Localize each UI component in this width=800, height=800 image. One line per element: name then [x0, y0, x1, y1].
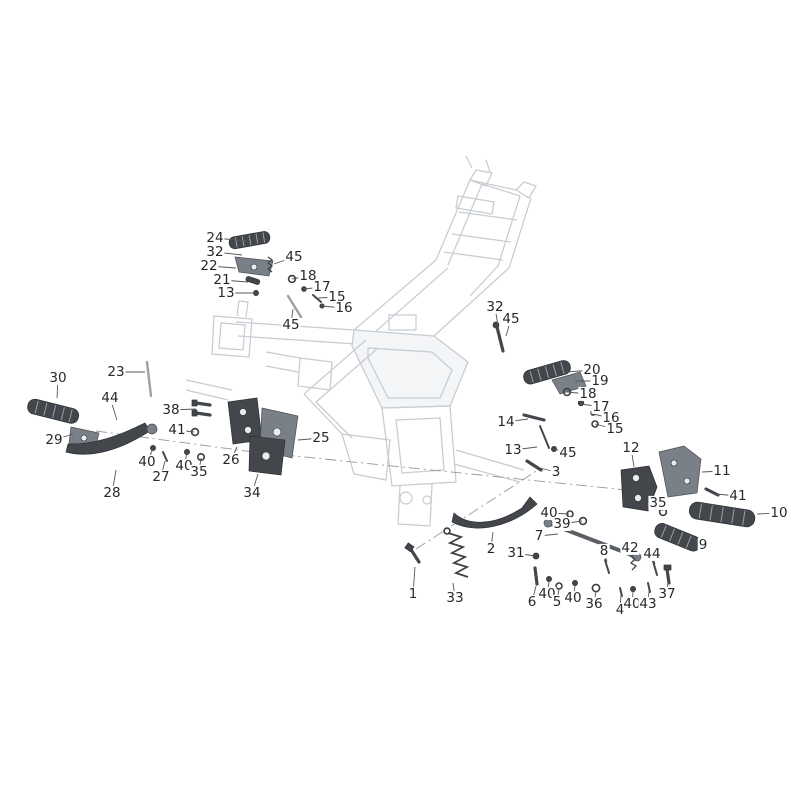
- leader-line: [53, 433, 74, 441]
- leader-line: [111, 469, 117, 494]
- leader-line: [505, 318, 512, 337]
- leader-line: [221, 279, 249, 283]
- frame-artwork: [185, 155, 537, 527]
- leader-line: [251, 473, 259, 494]
- leader-line: [230, 446, 238, 461]
- leader-line: [412, 566, 416, 595]
- leader-line: [594, 423, 616, 430]
- leader-line: [603, 550, 608, 563]
- leader-line: [566, 391, 589, 395]
- leader-line: [208, 265, 237, 269]
- leader-line: [631, 591, 634, 605]
- leader-line: [756, 512, 780, 515]
- leader-line: [290, 308, 294, 326]
- leader-line: [572, 585, 576, 599]
- leader-line: [629, 547, 634, 560]
- leader-line: [198, 457, 202, 473]
- leader-line: [580, 403, 602, 408]
- leader-line: [539, 467, 557, 473]
- leader-line: [566, 369, 593, 373]
- leader-line: [651, 553, 656, 565]
- leader-line: [452, 582, 456, 599]
- centerlines: [95, 430, 637, 550]
- leader-line: [561, 520, 583, 525]
- leader-line: [553, 448, 569, 454]
- leader-line: [505, 418, 529, 423]
- leader-line: [701, 470, 723, 473]
- leader-line: [592, 413, 612, 419]
- leader-line: [183, 452, 188, 467]
- leader-line: [214, 237, 248, 242]
- leader-line: [317, 296, 338, 299]
- leader-line: [490, 531, 494, 550]
- leader-line: [273, 256, 295, 265]
- leader-line: [556, 588, 560, 603]
- leader-line: [538, 533, 559, 537]
- parts-artwork: [27, 231, 756, 597]
- leader-line: [146, 448, 154, 463]
- leader-line: [546, 581, 550, 595]
- leader-line: [619, 594, 622, 611]
- leader-line: [160, 460, 166, 478]
- leader-line: [512, 446, 538, 451]
- leader-line: [657, 502, 664, 512]
- leader-line: [666, 580, 669, 595]
- leader-line: [109, 397, 118, 421]
- leader-line: [297, 437, 322, 441]
- leader-line: [548, 512, 570, 515]
- leader-line: [214, 251, 243, 256]
- leader-line: [56, 377, 59, 399]
- leader-line: [630, 447, 635, 468]
- leader-line: [176, 429, 195, 433]
- leader-line: [291, 275, 309, 280]
- leader-line: [515, 552, 536, 557]
- leader-line: [531, 585, 537, 603]
- leader-line: [303, 286, 323, 290]
- leader-line: [320, 305, 345, 309]
- leader-line: [170, 408, 197, 411]
- leader-line: [691, 536, 704, 546]
- leader-line: [647, 590, 650, 605]
- leader-line: [715, 493, 739, 497]
- leader-line: [494, 306, 499, 327]
- leader-line: [593, 590, 597, 605]
